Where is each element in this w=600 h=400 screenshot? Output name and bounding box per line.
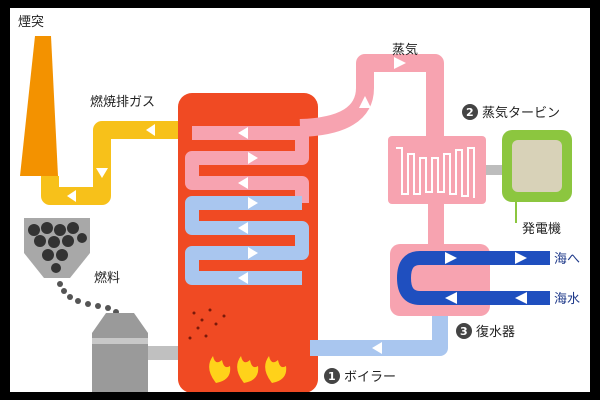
condenser-number: 3 bbox=[460, 325, 468, 338]
label-steam: 蒸気 bbox=[392, 42, 418, 58]
label-fuel: 燃料 bbox=[94, 270, 120, 286]
feedwater-arrow bbox=[372, 342, 382, 354]
chimney bbox=[20, 36, 58, 176]
boiler-steam-coils bbox=[185, 126, 309, 203]
steam-pipe bbox=[299, 54, 444, 158]
steam-arrow-up bbox=[359, 96, 371, 108]
exhaust-duct bbox=[41, 121, 182, 205]
condenser-arrow-out-2 bbox=[515, 252, 527, 264]
pulverizer-band bbox=[92, 338, 148, 344]
label-boiler: ボイラー bbox=[344, 370, 396, 385]
label-generator: 発電機 bbox=[522, 222, 561, 237]
fuel-feed-pipe bbox=[148, 346, 178, 360]
condenser-arrow-out bbox=[445, 252, 457, 264]
turbine-number: 2 bbox=[466, 106, 474, 119]
boiler-water-coils bbox=[185, 196, 309, 285]
boiler-sparks bbox=[188, 308, 226, 340]
turbine-shaft bbox=[486, 165, 502, 175]
thermal-power-diagram: 煙突 燃焼排ガス 蒸気 2 蒸気タービン 発電機 海へ 海水 燃料 3 復水器 … bbox=[18, 14, 580, 392]
turbine-blades bbox=[396, 147, 475, 198]
condenser-arrow-in-2 bbox=[515, 292, 527, 304]
label-seawater: 海水 bbox=[554, 292, 580, 307]
exhaust-arrow-3 bbox=[67, 190, 76, 202]
fuel-coal bbox=[28, 222, 87, 273]
label-condenser: 復水器 bbox=[476, 324, 515, 340]
boiler-flames bbox=[209, 356, 287, 383]
turbine-number-icon bbox=[462, 104, 478, 120]
boiler-number-icon bbox=[324, 368, 340, 384]
exhaust-arrow-1 bbox=[146, 124, 155, 136]
exhaust-arrow-2 bbox=[96, 168, 108, 178]
label-chimney: 煙突 bbox=[18, 14, 44, 30]
boiler-number: 1 bbox=[328, 370, 336, 383]
condenser-arrow-in bbox=[445, 292, 457, 304]
label-turbine: 蒸気タービン bbox=[482, 105, 560, 121]
diagram-frame: 煙突 燃焼排ガス 蒸気 2 蒸気タービン 発電機 海へ 海水 燃料 3 復水器 … bbox=[10, 8, 590, 392]
steam-arrow-right bbox=[394, 57, 406, 69]
label-to-sea: 海へ bbox=[554, 252, 580, 267]
fuel-stream bbox=[57, 281, 119, 315]
condenser-number-icon bbox=[456, 323, 472, 339]
generator-panel bbox=[512, 140, 562, 192]
turbine-to-condenser-pipe bbox=[428, 204, 444, 249]
boiler-arrows bbox=[238, 127, 258, 284]
feedwater-pipe bbox=[310, 308, 448, 356]
boiler bbox=[178, 93, 318, 392]
pulverizer bbox=[92, 313, 148, 392]
label-exhaust-gas: 燃焼排ガス bbox=[90, 94, 155, 110]
condenser-seawater-loop bbox=[396, 251, 550, 305]
